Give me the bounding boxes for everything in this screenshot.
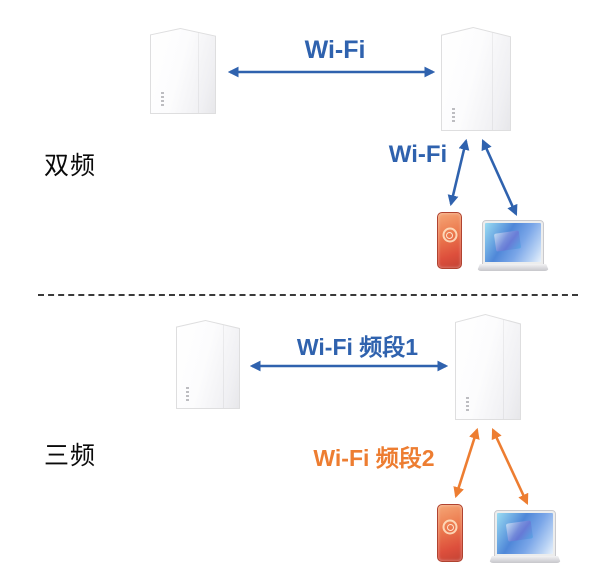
laptop-icon bbox=[477, 220, 549, 271]
mesh-router-icon bbox=[150, 28, 216, 114]
router-brand-mark bbox=[160, 91, 164, 108]
tri-band-client-arrow-laptop bbox=[491, 428, 529, 505]
section-divider-dashed-line bbox=[38, 294, 578, 296]
dual-band-client-arrow-phone bbox=[447, 138, 470, 207]
smartphone-icon bbox=[437, 212, 462, 269]
phone-camera-ring bbox=[442, 227, 457, 243]
dual-band-client-arrow-laptop bbox=[481, 139, 518, 216]
phone-camera-ring bbox=[442, 519, 458, 535]
router-brand-mark bbox=[465, 396, 469, 413]
router-brand-mark bbox=[452, 107, 456, 124]
dual-band-client-label: Wi-Fi bbox=[388, 141, 448, 168]
router-brand-mark bbox=[186, 386, 190, 403]
mesh-router-icon bbox=[441, 27, 511, 131]
tri-band-section-title: 三频 bbox=[44, 442, 97, 470]
dual-band-backhaul-label: Wi-Fi bbox=[304, 36, 366, 64]
tri-band-backhaul-label: Wi-Fi 频段1 bbox=[296, 334, 419, 360]
dual-band-section-title: 双频 bbox=[44, 152, 97, 180]
laptop-icon bbox=[489, 510, 561, 563]
laptop-screen bbox=[481, 220, 545, 265]
laptop-screen bbox=[493, 510, 557, 557]
laptop-base bbox=[489, 556, 561, 563]
laptop-base bbox=[477, 264, 549, 271]
mesh-router-icon bbox=[176, 320, 240, 409]
tri-band-client-arrow-phone bbox=[453, 427, 480, 499]
mesh-router-icon bbox=[455, 314, 521, 420]
tri-band-client-label: Wi-Fi 频段2 bbox=[313, 445, 435, 471]
smartphone-icon bbox=[437, 504, 463, 562]
